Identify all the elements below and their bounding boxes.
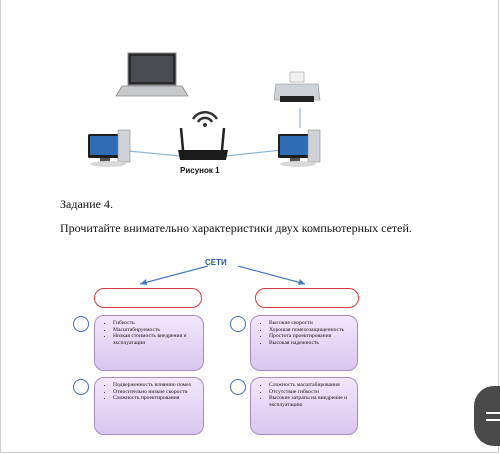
marker-circle-bottom-left[interactable] bbox=[73, 379, 89, 395]
figure-caption: Рисунок 1 bbox=[180, 166, 220, 175]
task-title: Задание 4. bbox=[60, 197, 113, 211]
network-type-box-left[interactable] bbox=[94, 288, 202, 308]
desktop-computer-left-icon bbox=[88, 129, 131, 167]
diagram-title: СЕТИ bbox=[205, 258, 227, 267]
list-item: Высокая надежность bbox=[269, 340, 351, 347]
scroll-handle-button[interactable] bbox=[474, 386, 500, 446]
characteristics-list: Сложность масштабирования Отсутствие гиб… bbox=[257, 382, 351, 408]
characteristics-list: Подверженность влиянию помех Относительн… bbox=[101, 382, 197, 402]
characteristics-list: Гибкость Масштабируемость Низкая стоимос… bbox=[101, 320, 197, 346]
list-item: Хорошая помехозащищенность bbox=[269, 327, 351, 334]
characteristics-box-bottom-left: Подверженность влиянию помех Относительн… bbox=[94, 377, 204, 435]
list-item: Подверженность влиянию помех bbox=[113, 382, 197, 389]
marker-circle-top-left[interactable] bbox=[73, 316, 89, 332]
handle-line-icon bbox=[486, 419, 500, 421]
desktop-computer-right-icon bbox=[278, 129, 321, 167]
printer-icon bbox=[273, 71, 321, 102]
list-item: Простота проектирования bbox=[269, 333, 351, 340]
list-item: Относительно низкие скорости bbox=[113, 389, 197, 396]
networks-diagram-connectors bbox=[139, 265, 306, 285]
marker-circle-bottom-right[interactable] bbox=[230, 379, 246, 395]
network-figure bbox=[88, 52, 321, 167]
cable-right bbox=[225, 149, 283, 157]
handle-line-icon bbox=[486, 412, 500, 414]
list-item: Отсутствие гибкости bbox=[269, 389, 351, 396]
list-item: Сложность проектирования bbox=[113, 395, 197, 402]
list-item: Гибкость bbox=[113, 320, 197, 327]
characteristics-box-bottom-right: Сложность масштабирования Отсутствие гиб… bbox=[250, 377, 358, 435]
laptop-icon bbox=[115, 52, 189, 97]
characteristics-box-top-left: Гибкость Масштабируемость Низкая стоимос… bbox=[94, 315, 204, 371]
characteristics-box-top-right: Высокие скорости Хорошая помехозащищенно… bbox=[250, 315, 358, 371]
list-item: Сложность масштабирования bbox=[269, 382, 351, 389]
router-icon bbox=[178, 110, 228, 160]
task-instruction: Прочитайте внимательно характеристики дв… bbox=[60, 221, 412, 235]
list-item: Высокие затраты на внедрение и эксплуата… bbox=[269, 395, 351, 408]
list-item: Низкая стоимость внедрения и эксплуатаци… bbox=[113, 333, 197, 346]
marker-circle-top-right[interactable] bbox=[230, 316, 246, 332]
list-item: Масштабируемость bbox=[113, 327, 197, 334]
network-type-box-right[interactable] bbox=[255, 288, 359, 308]
characteristics-list: Высокие скорости Хорошая помехозащищенно… bbox=[257, 320, 351, 346]
list-item: Высокие скорости bbox=[269, 320, 351, 327]
